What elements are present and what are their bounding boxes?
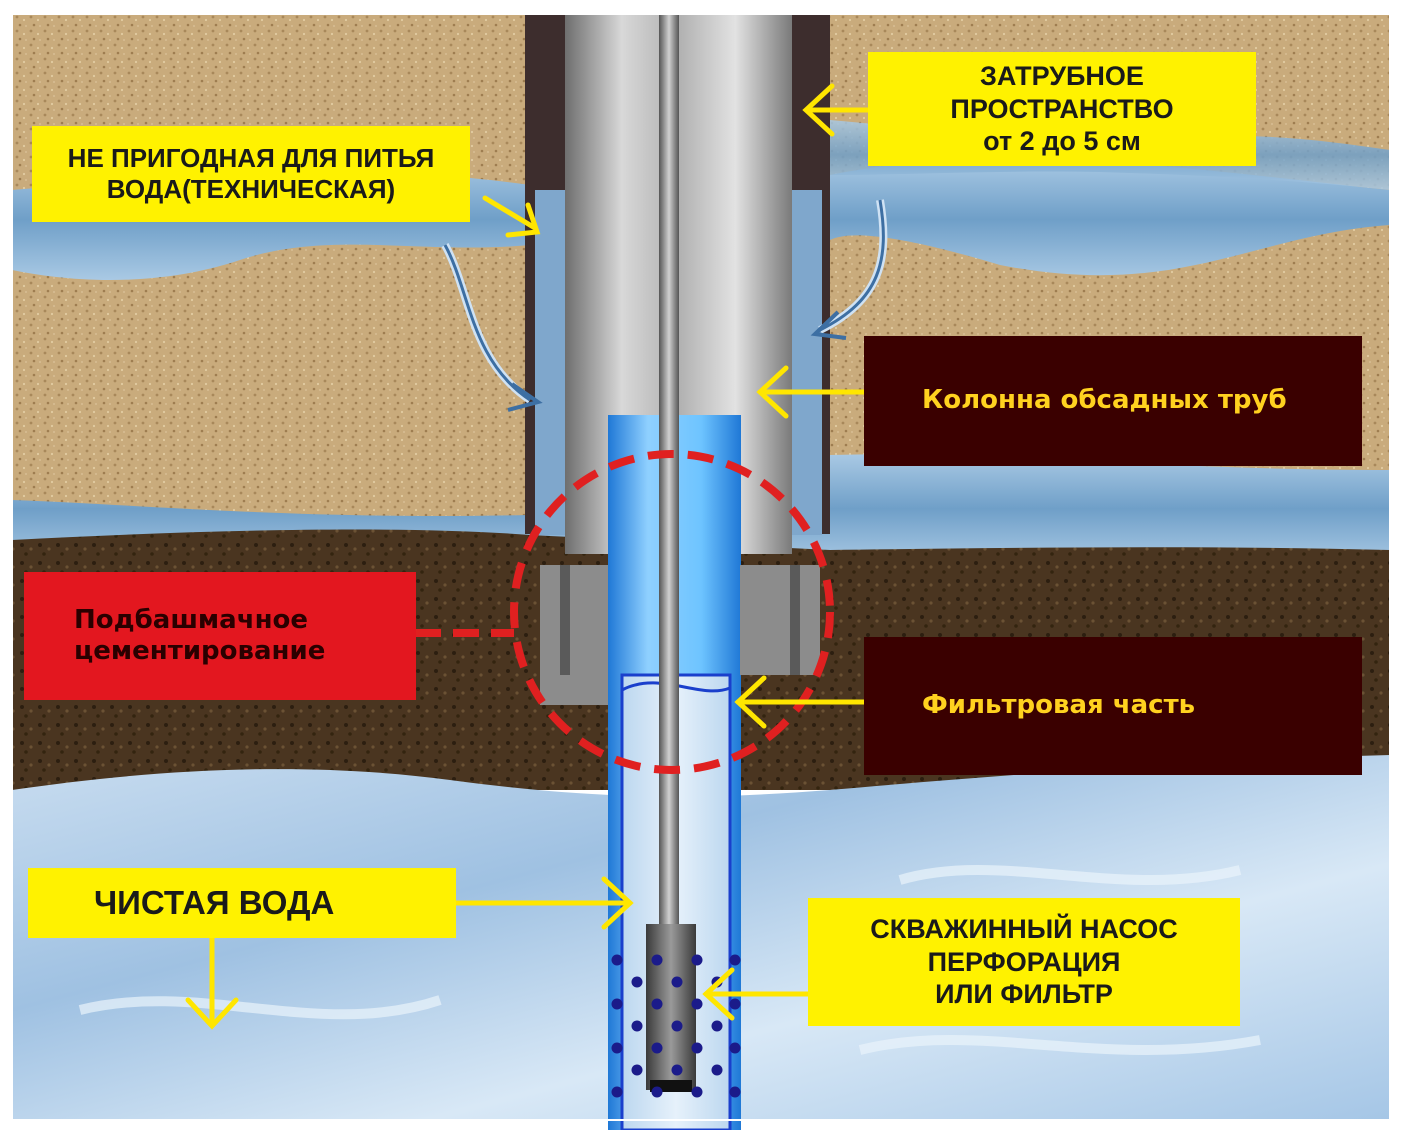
annulus-label-line1: ЗАТРУБНОЕ	[980, 61, 1144, 92]
pointer-arrows	[185, 83, 871, 1030]
perforation-dot	[671, 1064, 683, 1076]
annulus-label-line3: от 2 до 5 см	[983, 126, 1141, 157]
perforation-dot	[671, 976, 683, 988]
perforation-dot	[711, 1020, 723, 1032]
technical-water-label-line1: НЕ ПРИГОДНАЯ ДЛЯ ПИТЬЯ	[67, 142, 435, 173]
perforation-dot	[691, 998, 703, 1010]
perforation-dot	[651, 1042, 663, 1054]
cementing-highlight-circle	[510, 450, 834, 774]
perforation-dots	[611, 954, 741, 1098]
perforation-dot	[691, 1086, 703, 1098]
perforation-dot	[611, 1042, 623, 1054]
filter-part-label: Фильтровая часть	[864, 637, 1362, 775]
casing-label: Колонна обсадных труб	[864, 336, 1362, 466]
clean-water-label: ЧИСТАЯ ВОДА	[28, 868, 456, 938]
pump-label: СКВАЖИННЫЙ НАСОС ПЕРФОРАЦИЯ ИЛИ ФИЛЬТР	[808, 898, 1240, 1026]
perforation-dot	[631, 1020, 643, 1032]
perforation-dot	[611, 998, 623, 1010]
perforation-dot	[729, 1086, 741, 1098]
perforation-dot	[671, 1020, 683, 1032]
perforation-dot	[631, 976, 643, 988]
perforation-dot	[651, 1086, 663, 1098]
perforation-dot	[711, 1064, 723, 1076]
perforation-dot	[651, 954, 663, 966]
annulus-label-line2: ПРОСТРАНСТВО	[950, 93, 1174, 124]
pump-rod	[659, 14, 679, 924]
perforation-dot	[729, 954, 741, 966]
perforation-dot	[611, 1086, 623, 1098]
annulus-label: ЗАТРУБНОЕ ПРОСТРАНСТВО от 2 до 5 см	[868, 52, 1256, 166]
cementing-label-line2: цементирование	[74, 636, 326, 666]
pump-label-line1: СКВАЖИННЫЙ НАСОС	[870, 914, 1178, 945]
perforation-dot	[729, 1042, 741, 1054]
technical-water-label: НЕ ПРИГОДНАЯ ДЛЯ ПИТЬЯ ВОДА(ТЕХНИЧЕСКАЯ)	[32, 126, 470, 222]
cementing-label: Подбашмачное цементирование	[24, 572, 416, 700]
perforation-dot	[691, 954, 703, 966]
cement-block-left	[540, 565, 608, 705]
technical-water-label-line2: ВОДА(ТЕХНИЧЕСКАЯ)	[106, 174, 396, 204]
pump-label-line2: ПЕРФОРАЦИЯ	[927, 946, 1121, 977]
perforation-dot	[631, 1064, 643, 1076]
annulus-water-left	[535, 190, 565, 535]
perforation-dot	[729, 998, 741, 1010]
annulus-water-right	[792, 190, 822, 535]
perforation-dot	[611, 954, 623, 966]
pump-label-line3: ИЛИ ФИЛЬТР	[935, 979, 1113, 1010]
cementing-label-line1: Подбашмачное	[74, 604, 309, 635]
perforation-dot	[691, 1042, 703, 1054]
perforation-dot	[651, 998, 663, 1010]
cement-block-right	[740, 565, 820, 675]
